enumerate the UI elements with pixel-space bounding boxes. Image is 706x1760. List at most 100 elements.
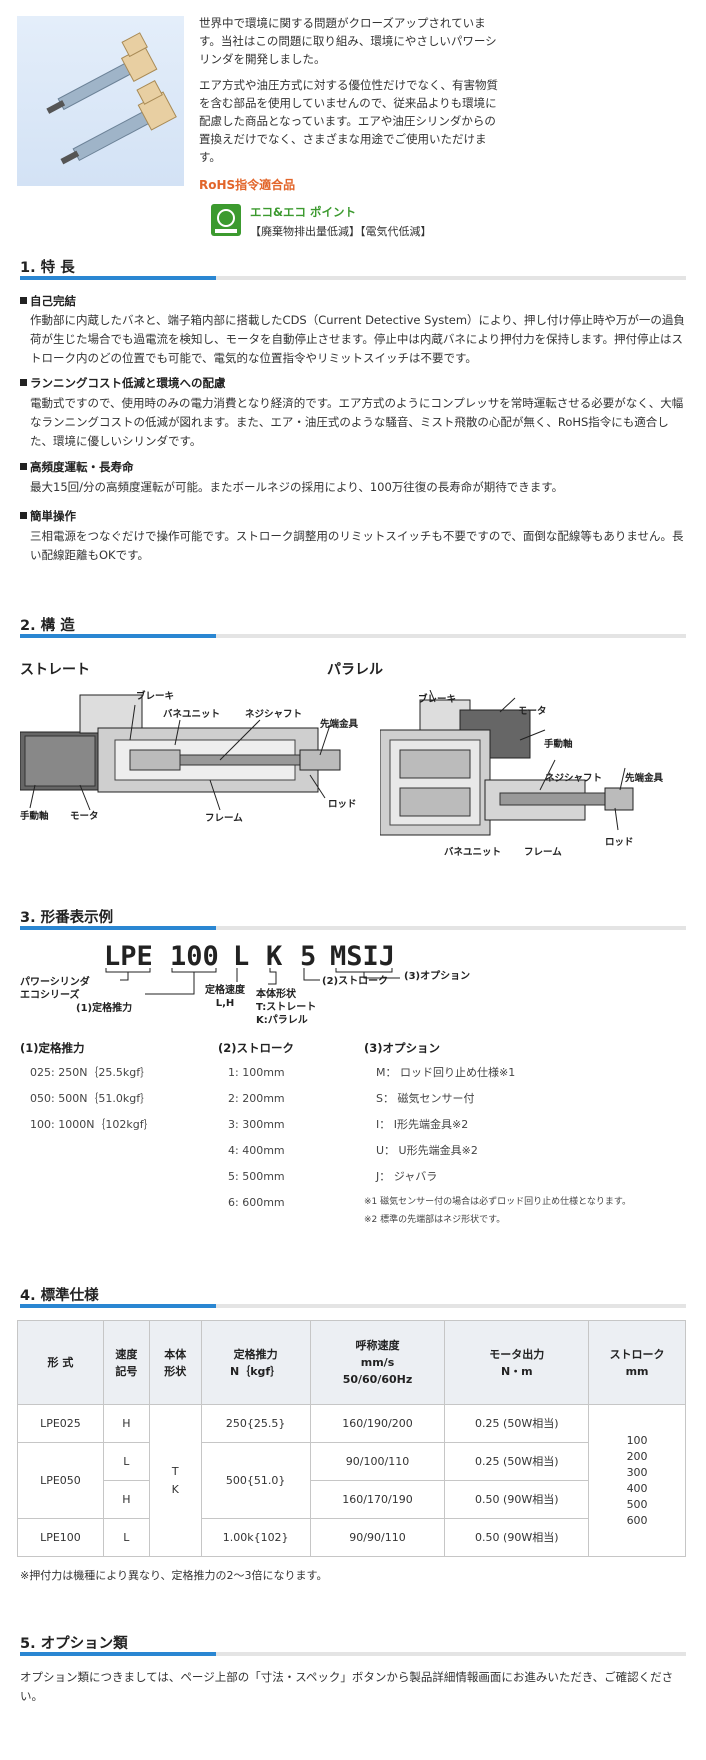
feature-3-body: 最大15回/分の高頻度運転が可能。またボールネジの採用により、100万往復の長寿… [30,480,564,494]
thrust-item: 050: 500N｛51.0kgf｝ [30,1092,152,1105]
option-item: M： ロッド回り止め仕様※1 [376,1066,516,1079]
code-series: LPE [104,941,153,972]
footnote-1: ※1 磁気センサー付の場合は必ずロッド回り止め仕様となります。 [364,1197,631,1207]
section-3-bar [20,926,686,930]
callout-motor-straight: モータ [70,811,99,822]
straight-label: ストレート [20,662,90,678]
option-item: U： U形先端金具※2 [376,1144,478,1157]
eco-link-logo [211,204,241,236]
stroke-item: 5: 500mm [228,1170,285,1183]
section-2-bar [20,634,686,638]
stroke-callout: (2)ストローク [322,976,389,987]
header-velocity-3: 50/60/60Hz [342,1373,413,1386]
callout-spring-unit-straight: バネユニット [163,709,221,720]
callout-manual-shaft-straight: 手動軸 [20,811,49,822]
feature-3-title: 高頻度運転・長寿命 [20,459,134,477]
header-thrust-1: 定格推力 [233,1347,278,1361]
cell-speed: L [102,1442,150,1481]
cell-motor: 0.25 (50W相当) [444,1404,590,1443]
callout-tip-fitting-parallel: 先端金具 [625,773,664,784]
code-speed: L [233,941,250,972]
series-label-line-1: パワーシリンダ [20,977,90,988]
callout-brake-parallel: ブレーキ [418,694,457,705]
header-speed: 速度記号 [102,1320,150,1405]
stroke-item: 1: 100mm [228,1066,285,1079]
feature-2-title: ランニングコスト低減と環境への配慮 [20,375,226,393]
product-image [17,16,184,186]
header-motor-2: N・m [500,1364,533,1378]
speed-callout-line-1: 定格速度 [205,985,245,996]
cell-motor: 0.25 (50W相当) [444,1442,590,1481]
feature-1-title: 自己完結 [20,293,76,311]
cell-speed: L [102,1518,150,1557]
straight-structure-diagram [19,680,350,830]
shape-callout: 本体形状 T:ストレート K:パラレル [256,988,316,1027]
thrust-item: 025: 250N｛25.5kgf｝ [30,1066,152,1079]
stroke-value: 500 [626,1497,648,1511]
header-speed-2: 記号 [115,1364,138,1378]
option-item: I： I形先端金具※2 [376,1118,469,1131]
stroke-value: 200 [626,1449,648,1463]
cell-thrust: 1.00k{102} [200,1518,311,1557]
intro-paragraph-1: 世界中で環境に関する問題がクローズアップされています。当社はこの問題に取り組み、… [199,16,497,66]
stroke-item: 2: 200mm [228,1092,285,1105]
shape-callout-line-2: T:ストレート [256,1002,317,1013]
header-stroke-1: ストローク [609,1347,665,1361]
section-5-bar [20,1652,686,1656]
stroke-value: 400 [626,1481,648,1495]
spec-footnote: ※押付力は機種により異なり、定格推力の2～3倍になります。 [20,1569,328,1582]
callout-frame-parallel: フレーム [524,847,562,858]
shape-callout-line-1: 本体形状 [256,989,296,1000]
intro-paragraph-2: エア方式や油圧方式に対する優位性だけでなく、有害物質を含む部品を使用していません… [199,78,498,164]
parallel-label: パラレル [327,662,383,678]
callout-manual-shaft-parallel: 手動軸 [544,739,573,750]
stroke-value: 600 [626,1513,648,1527]
callout-screw-shaft-straight: ネジシャフト [245,709,303,720]
cell-velocity: 160/170/190 [309,1480,446,1519]
header-shape: 本体形状 [148,1320,202,1405]
callout-rod-parallel: ロッド [605,837,634,848]
header-speed-1: 速度 [115,1347,138,1361]
cell-thrust: 250{25.5} [200,1404,311,1443]
thrust-item: 100: 1000N｛102kgf｝ [30,1118,155,1131]
cell-velocity: 160/190/200 [309,1404,446,1443]
eco-point-title: エコ&エコ ポイント [250,205,357,219]
eco-point-subtitle: 【廃棄物排出量低減】【電気代低減】 [250,225,432,238]
rohs-label: RoHS指令適合品 [199,178,296,192]
feature-4-title: 簡単操作 [20,508,76,526]
cell-motor: 0.50 (90W相当) [444,1480,590,1519]
speed-callout-line-2: L,H [215,998,235,1009]
table-row: H 160/170/190 0.50 (90W相当) [18,1480,686,1519]
option-column-title: (3)オプション [364,1041,441,1055]
table-row: LPE100 L 1.00k{102} 90/90/110 0.50 (90W相… [17,1518,686,1557]
section-2-title: 2. 構 造 [20,618,75,634]
option-callout: (3)オプション [404,971,471,982]
cell-speed: H [102,1480,150,1519]
cell-model: LPE100 [17,1518,104,1557]
feature-2-body: 電動式ですので、使用時のみの電力消費となり経済的です。エア方式のようにコンプレッ… [30,396,684,448]
stroke-value: 100 [626,1433,648,1447]
cell-model: LPE050 [17,1442,104,1519]
cell-speed: H [102,1404,150,1443]
callout-tip-fitting-straight: 先端金具 [320,719,359,730]
speed-callout: 定格速度 L,H [205,984,245,1010]
callout-motor-parallel: モータ [518,706,547,717]
options-text: オプション類につきましては、ページ上部の「寸法・スペック」ボタンから製品詳細情報… [20,1670,674,1703]
stroke-item: 4: 400mm [228,1144,285,1157]
intro-text: 世界中で環境に関する問題がクローズアップされています。当社はこの問題に取り組み、… [199,14,499,174]
thrust-column-title: (1)定格推力 [20,1041,85,1055]
section-4-bar [20,1304,686,1308]
option-item: S： 磁気センサー付 [376,1092,475,1105]
parallel-structure-diagram [379,689,640,840]
header-velocity-2: mm/s [360,1356,395,1369]
callout-screw-shaft-parallel: ネジシャフト [545,773,603,784]
section-1-bar [20,276,686,280]
code-connector-lines [0,966,480,1036]
